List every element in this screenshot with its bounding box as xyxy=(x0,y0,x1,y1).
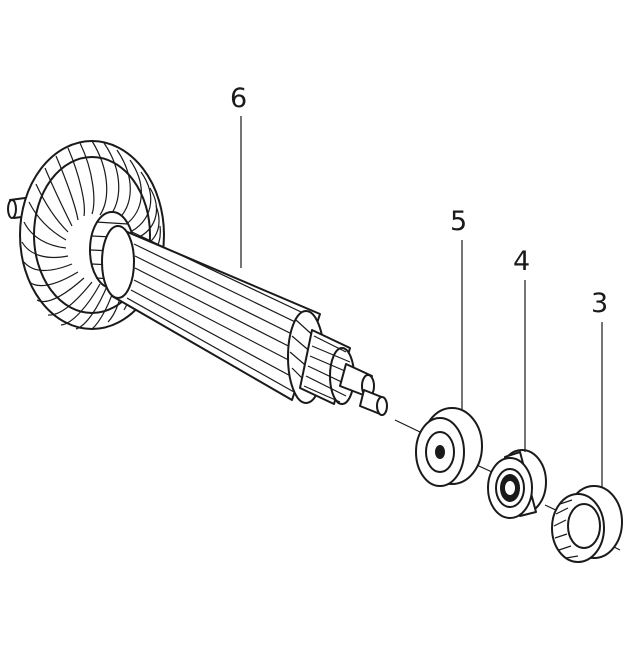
armature-front-shaft xyxy=(339,363,388,416)
armature-core xyxy=(101,225,325,404)
assembly-axis-line xyxy=(394,419,621,551)
callout-number-5: 5 xyxy=(450,206,468,237)
callout-number-6: 6 xyxy=(230,83,248,114)
callout-number-3: 3 xyxy=(591,288,609,319)
callout-number-4: 4 xyxy=(513,246,531,277)
ball-bearing[interactable] xyxy=(487,449,547,519)
armature[interactable] xyxy=(7,140,388,416)
insulation-washer[interactable] xyxy=(415,407,483,487)
rubber-ring[interactable] xyxy=(551,485,623,563)
